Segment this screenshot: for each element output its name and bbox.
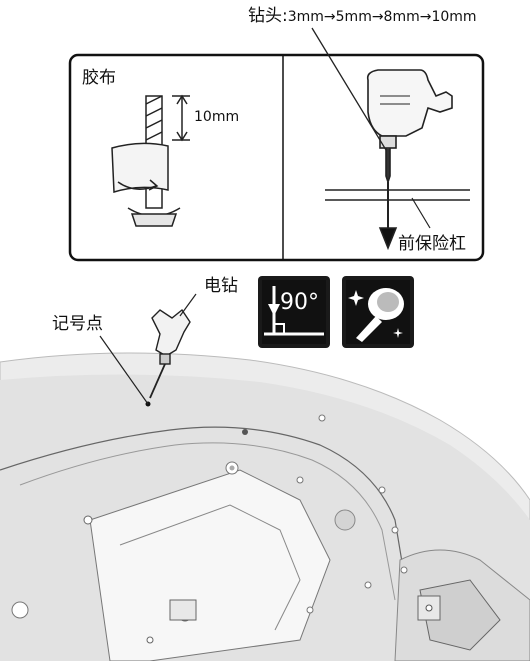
bumper-illustration <box>0 352 530 661</box>
mark-point <box>99 335 151 407</box>
mark-point-label: 记号点 <box>52 314 103 334</box>
electric-drill-icon <box>149 293 197 399</box>
front-bumper-label: 前保险杠 <box>398 234 466 254</box>
tape-label: 胶布 <box>82 68 116 88</box>
angle-label: 90° <box>280 290 319 315</box>
electric-drill-label: 电钻 <box>204 276 238 296</box>
drill-bumper-illustration <box>325 69 470 251</box>
depth-label: 10mm <box>194 109 240 125</box>
file-sparkle-icon <box>346 280 410 344</box>
perpendicular-icon <box>262 280 326 344</box>
clean-hole-badge <box>342 276 414 348</box>
perpendicular-90-badge: 90° <box>258 276 330 348</box>
tape-drill-bit-illustration <box>111 94 190 227</box>
drill-bits-label: 钻头:3mm→5mm→8mm→10mm <box>248 6 477 26</box>
drill-bits-leader <box>311 27 387 151</box>
